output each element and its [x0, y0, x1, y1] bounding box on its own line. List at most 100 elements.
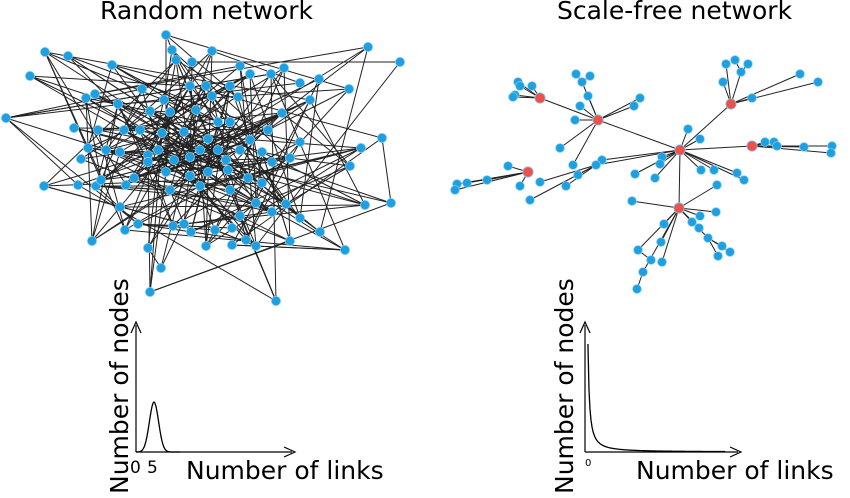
scale-free-edge	[679, 149, 738, 174]
random-network-edge	[87, 147, 171, 191]
scale-free-y-arrow	[579, 320, 591, 334]
scale-free-node	[795, 69, 805, 79]
random-network-edge	[175, 59, 239, 98]
scale-free-node	[630, 169, 640, 179]
random-network-edge	[77, 184, 277, 302]
random-x-arrow	[283, 446, 297, 458]
random-network-edge	[44, 51, 311, 101]
random-network-node	[120, 224, 131, 235]
random-network-node	[136, 84, 147, 95]
random-network-edge	[5, 88, 143, 119]
random-network-node	[128, 172, 139, 183]
random-x-tick-5: 5	[147, 458, 158, 478]
scale-free-node	[635, 93, 645, 103]
scale-free-node	[713, 251, 723, 261]
random-network-node	[226, 222, 237, 233]
scale-free-node	[772, 141, 782, 151]
random-network-edge	[95, 85, 207, 187]
scale-free-node	[687, 217, 697, 227]
random-network-edge	[247, 147, 362, 179]
scale-free-hub-node	[522, 166, 534, 178]
random-network-edge	[214, 67, 285, 231]
scale-free-edge	[654, 149, 681, 179]
random-network-node	[314, 226, 325, 237]
random-network-node	[206, 91, 217, 102]
random-network-edge	[381, 137, 392, 204]
random-network-node	[355, 142, 366, 153]
scale-free-node	[657, 257, 667, 267]
random-network-node	[212, 117, 223, 128]
random-network-node	[167, 220, 178, 231]
scale-free-node	[655, 159, 665, 169]
random-network-node	[220, 154, 231, 165]
scale-free-node	[632, 284, 642, 294]
scale-free-node	[650, 173, 660, 183]
random-network-edge	[91, 95, 213, 242]
random-network-edge	[270, 73, 351, 167]
random-network-edge	[161, 132, 257, 247]
random-network-node	[276, 108, 287, 119]
random-network-node	[40, 47, 51, 58]
scale-free-node	[508, 92, 518, 102]
random-network-edge	[43, 59, 177, 187]
scale-free-node	[712, 180, 722, 190]
random-network-node	[359, 199, 370, 210]
scale-free-edge	[678, 207, 717, 213]
scale-free-edge	[631, 200, 680, 209]
scale-free-network-nodes	[450, 55, 837, 294]
random-network-edge	[125, 138, 209, 186]
random-network-node	[234, 144, 245, 155]
scale-free-node	[736, 67, 746, 77]
random-network-edge	[5, 117, 79, 186]
random-network-node	[224, 184, 235, 195]
scale-free-edge	[679, 103, 732, 151]
random-network-node	[294, 212, 305, 223]
scale-free-edge	[595, 149, 681, 166]
random-network-node	[184, 81, 195, 92]
random-network-edge	[137, 141, 301, 225]
random-network-node	[134, 125, 145, 136]
random-degree-curve	[135, 400, 180, 453]
scale-free-node	[629, 101, 639, 111]
random-network-edge	[165, 139, 251, 173]
scale-free-node	[591, 160, 601, 170]
scale-free-edge	[559, 119, 599, 149]
random-network-node	[96, 174, 107, 185]
random-network-node	[362, 42, 373, 53]
random-network-edge	[299, 78, 320, 219]
scale-free-network-title: Scale-free network	[557, 0, 793, 25]
scale-free-node	[503, 161, 513, 171]
random-network-node	[115, 146, 126, 157]
scale-free-node	[813, 77, 823, 87]
random-network-node	[224, 117, 235, 128]
scale-free-node	[694, 223, 704, 233]
scale-free-edge	[730, 81, 819, 105]
random-network-node	[256, 146, 267, 157]
scale-free-node	[718, 77, 728, 87]
random-network-node	[266, 206, 277, 217]
random-network-node	[186, 57, 197, 68]
random-network-node	[39, 180, 50, 191]
random-network-node	[244, 134, 255, 145]
scale-free-hub-node	[673, 202, 685, 214]
scale-free-node	[583, 91, 593, 101]
random-network-edge	[171, 49, 301, 219]
random-y-arrow	[130, 320, 142, 334]
random-x-axis-label: Number of links	[186, 456, 384, 485]
random-network-edge	[255, 61, 401, 247]
scale-free-node	[743, 59, 753, 69]
random-network-edge	[231, 244, 346, 251]
random-network-edge	[105, 149, 273, 213]
scale-free-node	[656, 237, 666, 247]
scale-free-edge	[678, 149, 681, 209]
random-network-node	[280, 198, 291, 209]
random-network-node	[76, 153, 87, 164]
scale-free-node	[535, 177, 545, 187]
scale-free-degree-axes	[579, 320, 743, 458]
random-network-node	[200, 240, 211, 251]
random-network-node	[83, 142, 94, 153]
random-network-edge	[190, 165, 351, 233]
random-network-edge	[95, 185, 257, 204]
random-network-node	[144, 286, 155, 297]
random-network-node	[142, 156, 153, 167]
